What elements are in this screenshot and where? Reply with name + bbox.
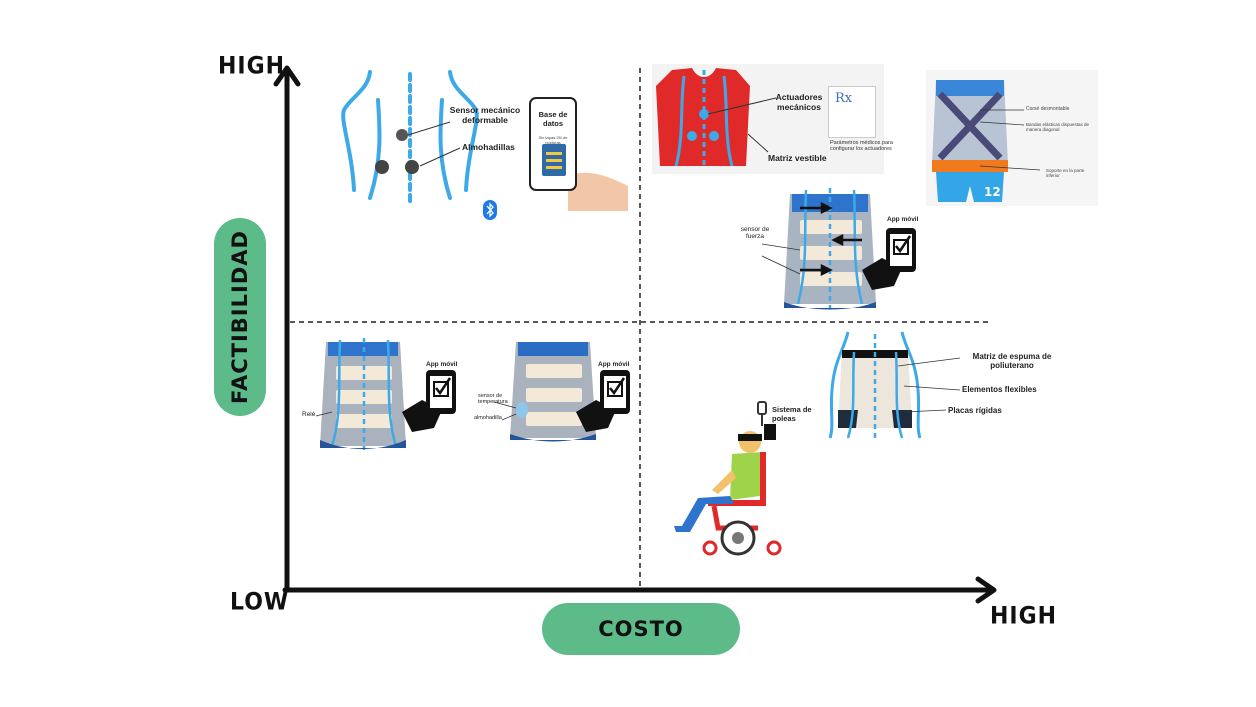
corset-label-3: Soporte en la parte inferior [1046, 168, 1085, 179]
rx-symbol: Rx [835, 91, 853, 106]
y-axis-title: FACTIBILIDAD [228, 230, 252, 404]
red-vest-illustration [656, 68, 750, 167]
temp-pad-label: almohadilla [474, 415, 502, 421]
relay-app-label: App móvil [426, 361, 458, 368]
y-axis-title-pill: FACTIBILIDAD [214, 218, 266, 416]
temp-sensor-label: sensor de temperatura [478, 393, 508, 406]
x-axis-low-label: LOW [230, 588, 290, 617]
force-app-phone-icon [862, 228, 916, 290]
relay-app-phone-icon [402, 370, 456, 432]
x-axis-title-pill: COSTO [542, 603, 740, 655]
x-axis-high-label: HIGH [990, 602, 1058, 631]
corset-leader-lines [979, 109, 1041, 171]
temp-brace-illustration [510, 342, 596, 442]
back-outline-illustration [341, 70, 479, 206]
foam-label-2: Elementos flexibles [962, 385, 1037, 394]
params-label: Parámetros médicos para configurar los a… [830, 140, 893, 153]
foam-leaders [897, 357, 961, 413]
corset-label-2: Bandas elásticas dispuestas de manera di… [1026, 122, 1090, 133]
force-brace-illustration [784, 188, 876, 310]
vest-leader-lines [707, 97, 777, 153]
y-axis-high-label: HIGH [218, 52, 286, 81]
matrix-label: Matriz vestible [768, 153, 827, 163]
prescription-card: Rx [828, 86, 876, 138]
sensor-label: Sensor mecánico deformable [449, 105, 521, 125]
force-sensor-label: sensor de fuerza [740, 226, 770, 241]
x-axis-arrow-icon [975, 576, 997, 604]
y-axis-arrow-icon [273, 65, 301, 87]
wheelchair-illustration [674, 401, 782, 556]
x-axis-title: COSTO [598, 617, 684, 641]
bluetooth-icon [483, 200, 497, 220]
force-app-label: App móvil [887, 216, 919, 223]
corset-label-1: Corsé desmontable [1026, 106, 1070, 112]
relay-leader [315, 411, 333, 417]
temp-leaders [493, 401, 517, 421]
force-sensor-leader [761, 243, 801, 275]
foam-label-3: Placas rígidas [948, 406, 1002, 415]
corset-illustration: 12 [932, 80, 1008, 202]
actuators-label: Actuadores mecánicos [775, 92, 823, 112]
phone-title: Base de datos [538, 110, 568, 128]
foam-brace-illustration [828, 331, 922, 439]
temp-app-label: App móvil [598, 361, 630, 368]
sensor-leader-lines [407, 121, 461, 167]
foam-label-1: Matriz de espuma de poliuterano [972, 352, 1052, 371]
pads-label: Almohadillas [462, 142, 515, 152]
phone-subtitle: Sin tapas 25/ de posturas [538, 135, 568, 145]
relay-label: Relé [302, 411, 316, 418]
relay-brace-illustration [320, 338, 406, 450]
jersey-number: 12 [984, 185, 1001, 199]
temp-app-phone-icon [576, 370, 630, 432]
hand-holding-phone [529, 97, 628, 211]
pulley-label: Sistema de poleas [772, 405, 812, 423]
